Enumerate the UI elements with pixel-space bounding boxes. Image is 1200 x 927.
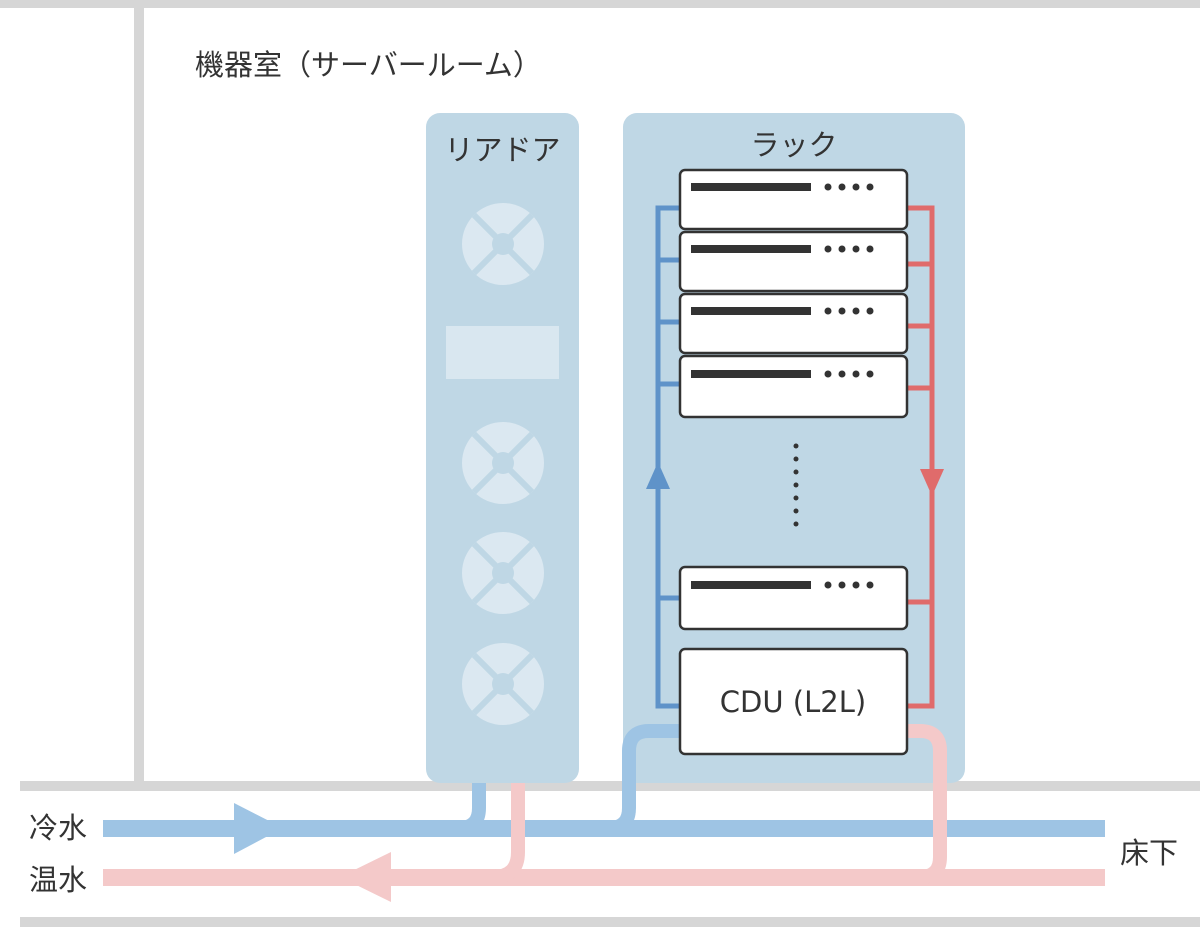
- server-unit: [678, 230, 909, 293]
- rear-door: リアドア: [426, 113, 579, 783]
- ceiling-line: [0, 0, 1200, 8]
- cdu-warm-return-pipe: [900, 724, 947, 884]
- warm-water-main-pipe: [103, 869, 1105, 886]
- floor-line: [20, 781, 1200, 791]
- arrow-icon: [234, 803, 283, 854]
- rack-coolant-loop: [646, 205, 944, 709]
- server-unit: [678, 292, 909, 355]
- fan-icon: [462, 422, 544, 504]
- vertical-ellipsis-icon: [793, 443, 799, 527]
- server-unit: [678, 168, 909, 231]
- rear-door-cold-branch: [440, 783, 486, 835]
- room-label: 機器室（サーバールーム）: [195, 48, 542, 82]
- cdu-label: CDU (L2L): [720, 685, 866, 719]
- server-unit: [678, 565, 909, 631]
- rear-door-label: リアドア: [444, 133, 560, 167]
- rack-cold-riser: [655, 205, 682, 709]
- cdu-cold-supply-pipe: [590, 724, 682, 835]
- arrow-icon: [920, 469, 944, 496]
- cold-water-label: 冷水: [29, 811, 87, 845]
- rear-door-display-panel: [446, 326, 559, 379]
- rack-hot-return: [906, 205, 935, 709]
- underfloor-pipes: [103, 724, 1105, 902]
- server-stack: CDU (L2L): [678, 168, 909, 756]
- arrow-icon: [340, 852, 391, 902]
- fan-icon: [462, 203, 544, 285]
- rack-label: ラック: [750, 128, 837, 162]
- underfloor-bottom-line: [20, 917, 1200, 927]
- warm-water-label: 温水: [29, 863, 87, 897]
- rear-door-warm-branch: [470, 783, 525, 884]
- server-unit: [678, 354, 909, 419]
- arrow-icon: [646, 462, 670, 489]
- under-floor-label: 床下: [1120, 836, 1178, 870]
- fan-icon: [462, 643, 544, 725]
- cdu-unit: CDU (L2L): [678, 647, 909, 756]
- fan-icon: [462, 532, 544, 614]
- wall-left: [134, 8, 144, 786]
